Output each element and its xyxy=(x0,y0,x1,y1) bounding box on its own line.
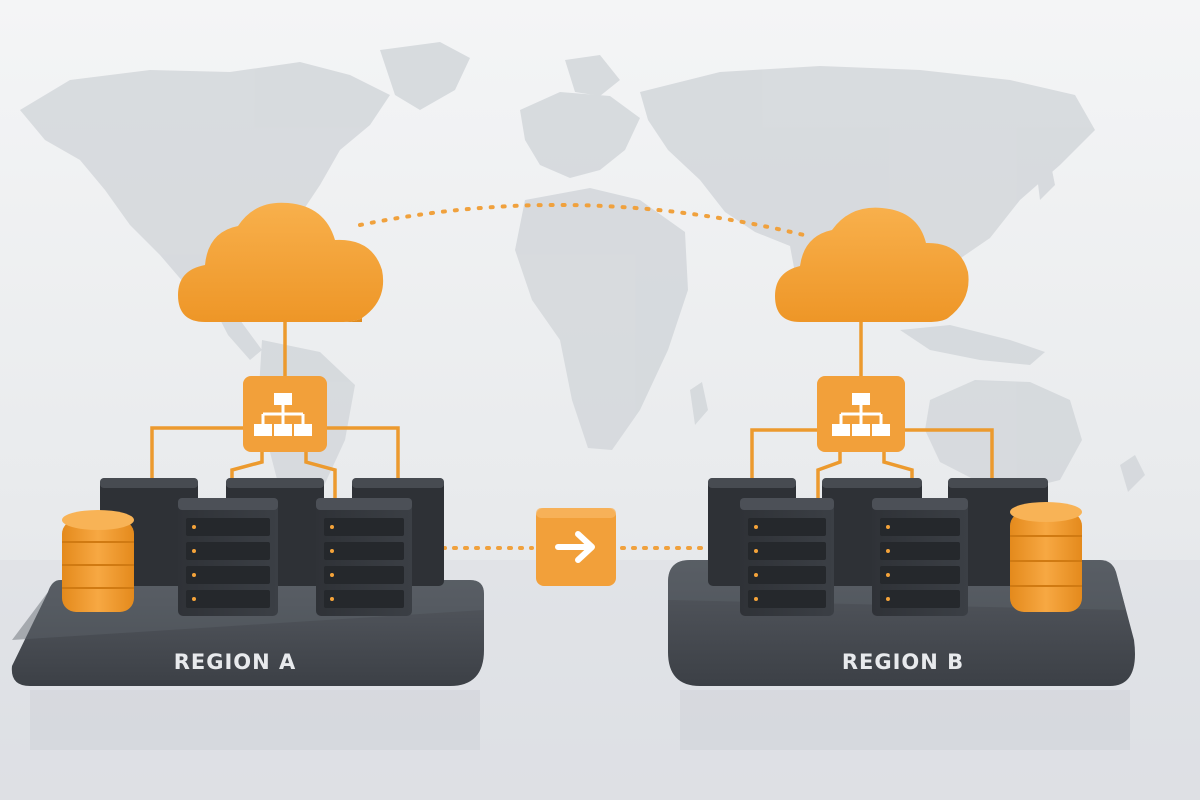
cloud-icon xyxy=(775,207,969,322)
region-a-cables xyxy=(150,322,400,500)
region-a xyxy=(11,202,485,686)
network-hierarchy-icon xyxy=(817,376,905,452)
inter-cloud-link xyxy=(358,202,810,238)
server-rack-icon xyxy=(178,498,278,616)
reflection-b xyxy=(680,690,1130,750)
server-rack-icon xyxy=(872,498,968,616)
region-b-cables xyxy=(750,322,994,500)
reflection-a xyxy=(30,690,480,750)
cloud-icon xyxy=(178,202,384,322)
arrow-right-icon xyxy=(536,508,616,586)
region-b-label: REGION B xyxy=(841,650,965,674)
network-hierarchy-icon xyxy=(243,376,327,452)
region-a-label: REGION A xyxy=(173,650,297,674)
server-rack-icon xyxy=(316,498,412,616)
database-icon xyxy=(62,510,134,612)
region-b xyxy=(668,207,1135,686)
database-icon xyxy=(1010,502,1082,612)
server-rack-icon xyxy=(740,498,834,616)
